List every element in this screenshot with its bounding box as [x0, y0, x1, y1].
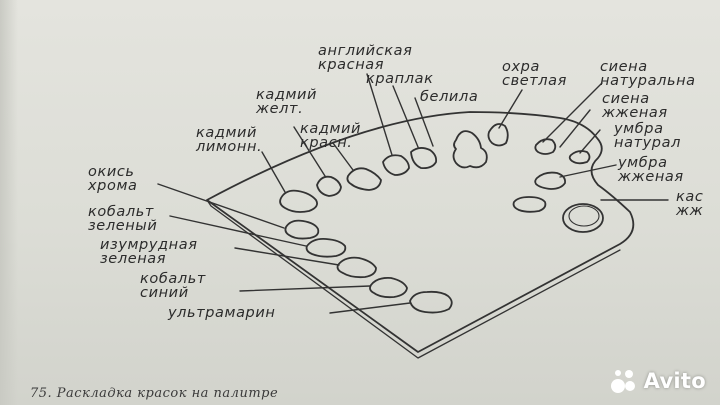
paint-blob-kobalt-sin	[369, 276, 408, 299]
avito-watermark: Avito	[609, 366, 706, 396]
paint-blob-kadmiy-zhelt	[316, 175, 342, 197]
watermark-text: Avito	[643, 369, 706, 393]
paint-blob-umbra-zh	[512, 196, 547, 213]
paint-blob-umbra-nat	[534, 171, 566, 190]
paint-blob-izumr	[336, 256, 377, 279]
paint-blob-siena-nat	[534, 138, 557, 155]
paint-blob-belila	[452, 130, 488, 169]
paint-blob-ohra	[487, 123, 509, 147]
label-kraplak: краплак	[366, 71, 434, 87]
thumb-hole	[562, 203, 604, 233]
paint-blob-kraplak	[410, 147, 438, 170]
avito-logo-icon	[610, 370, 635, 393]
paint-blob-kadmiy-krasn	[346, 167, 382, 191]
paint-blob-ultramarin	[409, 290, 453, 314]
paint-blob-angliyskaya	[382, 154, 410, 176]
figure-caption: 75. Раскладка красок на палитре	[30, 386, 279, 401]
palette-thickness	[206, 199, 621, 359]
paint-blob-kobalt-zel	[305, 237, 347, 258]
label-ultramarin: ультрамарин	[168, 305, 276, 321]
page-shadow	[0, 0, 18, 405]
paint-blob-okis	[284, 219, 320, 240]
label-belila: белила	[420, 89, 479, 105]
paint-blob-kadmiy-limon	[279, 189, 318, 213]
palette-outline	[206, 111, 635, 353]
